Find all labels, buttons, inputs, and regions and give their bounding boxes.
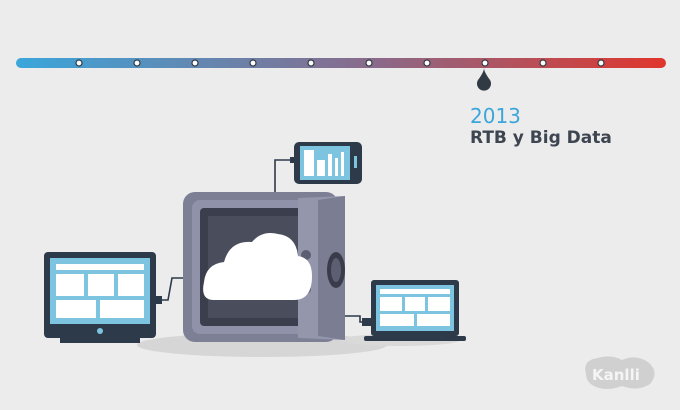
timeline-stop[interactable] — [75, 59, 83, 67]
timeline — [16, 58, 666, 91]
timeline-stops — [75, 59, 605, 67]
timeline-bar — [16, 58, 666, 68]
logo-text: Kanlli — [592, 366, 640, 384]
timeline-stop[interactable] — [191, 59, 199, 67]
milestone-year: 2013 — [470, 104, 521, 128]
timeline-pin-icon[interactable] — [477, 68, 492, 91]
timeline-stop[interactable] — [481, 59, 489, 67]
kanlli-logo-icon — [585, 356, 655, 389]
cable-plug-icon — [290, 157, 296, 163]
cloud-icon — [203, 233, 312, 300]
cable-plug-icon — [362, 318, 372, 326]
monitor-icon — [44, 252, 156, 343]
laptop-icon — [364, 280, 466, 341]
timeline-stop[interactable] — [597, 59, 605, 67]
phone-icon — [294, 142, 362, 184]
timeline-stop[interactable] — [539, 59, 547, 67]
timeline-stop[interactable] — [249, 59, 257, 67]
timeline-stop[interactable] — [423, 59, 431, 67]
timeline-stop[interactable] — [133, 59, 141, 67]
milestone-title: RTB y Big Data — [470, 128, 612, 148]
timeline-stop[interactable] — [307, 59, 315, 67]
cable-plug-icon — [156, 296, 162, 304]
timeline-stop[interactable] — [365, 59, 373, 67]
